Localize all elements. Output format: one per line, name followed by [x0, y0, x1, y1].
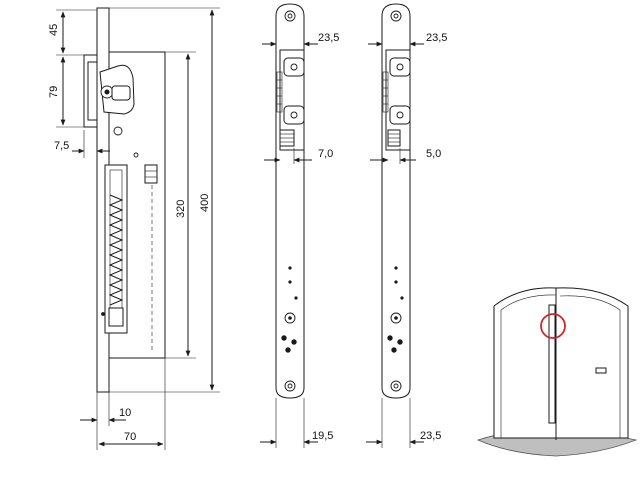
door-right-panel — [555, 287, 629, 439]
dim-7-0: 7,0 — [318, 148, 333, 160]
side-view-dimensions: 45 79 7,5 320 400 10 70 — [48, 7, 220, 450]
dim-45: 45 — [48, 24, 60, 36]
spring-housing — [104, 164, 128, 334]
front-view-right-dimensions: 23,5 5,0 23,5 — [366, 32, 447, 448]
spring-coil — [108, 194, 124, 306]
dim-400: 400 — [199, 194, 211, 212]
dim-19-5: 19,5 — [312, 430, 333, 442]
front-view-right — [381, 3, 411, 399]
dim-23-5-right-top: 23,5 — [426, 32, 447, 44]
side-view — [83, 7, 166, 393]
front-view-middle — [275, 3, 305, 399]
lock-highlight — [540, 313, 566, 339]
door-left-panel — [493, 287, 557, 439]
dim-23-5-mid: 23,5 — [318, 32, 339, 44]
dim-79: 79 — [48, 86, 60, 98]
door-illustration — [476, 287, 638, 457]
front-view-middle-dimensions: 23,5 7,0 19,5 — [260, 32, 339, 448]
dim-7-5: 7,5 — [54, 140, 69, 152]
dim-23-5-right-bottom: 23,5 — [420, 430, 441, 442]
door-handle — [595, 367, 607, 374]
dim-10: 10 — [119, 407, 131, 419]
dim-5-0: 5,0 — [426, 148, 441, 160]
dim-320: 320 — [175, 200, 187, 218]
dim-70: 70 — [124, 431, 136, 443]
